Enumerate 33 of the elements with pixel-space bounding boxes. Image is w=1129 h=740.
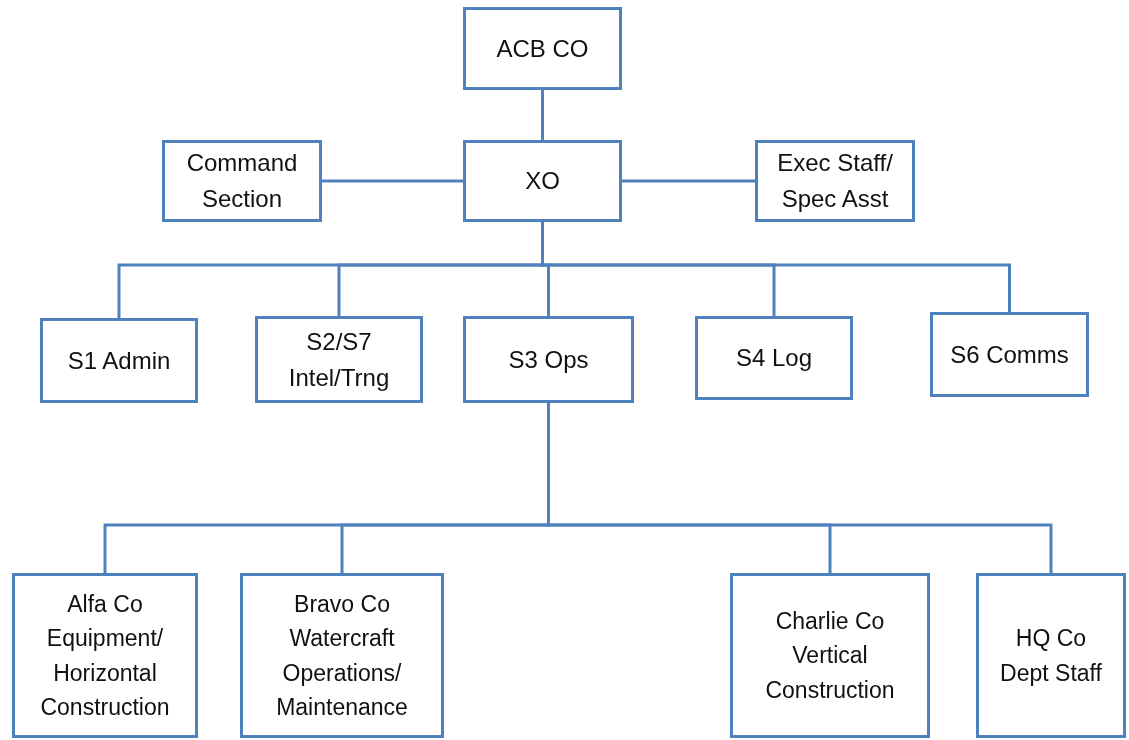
box-text: Equipment/ Horizontal Construction xyxy=(39,624,171,722)
box-text: Watercraft Operations/ Maintenance xyxy=(275,624,409,722)
box-title: HQ Co xyxy=(1015,624,1087,653)
box-title: S6 Comms xyxy=(950,339,1069,370)
org-box xyxy=(463,316,634,403)
box-title: S4 Log xyxy=(735,343,813,373)
box-title: Exec Staff/ Spec Asst xyxy=(776,148,894,214)
box-text: Vertical Construction xyxy=(764,641,896,705)
box-title: S3 Ops xyxy=(508,344,589,375)
org-box xyxy=(12,573,198,738)
box-title: Alfa Co xyxy=(67,589,143,619)
box-text: Dept Staff xyxy=(1000,658,1102,688)
org-box xyxy=(930,312,1089,397)
connector-line xyxy=(322,179,463,183)
org-box xyxy=(240,573,444,738)
box-title: S2/S7 Intel/Trng xyxy=(287,326,391,393)
org-box xyxy=(755,140,915,222)
box-title: XO xyxy=(525,166,560,196)
box-title: ACB CO xyxy=(496,33,589,64)
connector-line xyxy=(622,179,755,183)
org-box xyxy=(463,7,622,90)
org-box xyxy=(162,140,322,222)
org-box xyxy=(730,573,930,738)
box-title: Command Section xyxy=(185,148,299,214)
org-box xyxy=(463,140,622,222)
org-box xyxy=(40,318,198,403)
box-title: S1 Admin xyxy=(67,345,171,376)
box-title: Bravo Co xyxy=(294,589,390,619)
box-title: Charlie Co xyxy=(775,606,885,636)
connector-line xyxy=(541,90,544,140)
org-box xyxy=(695,316,853,400)
org-box xyxy=(255,316,423,403)
org-box xyxy=(976,573,1126,738)
